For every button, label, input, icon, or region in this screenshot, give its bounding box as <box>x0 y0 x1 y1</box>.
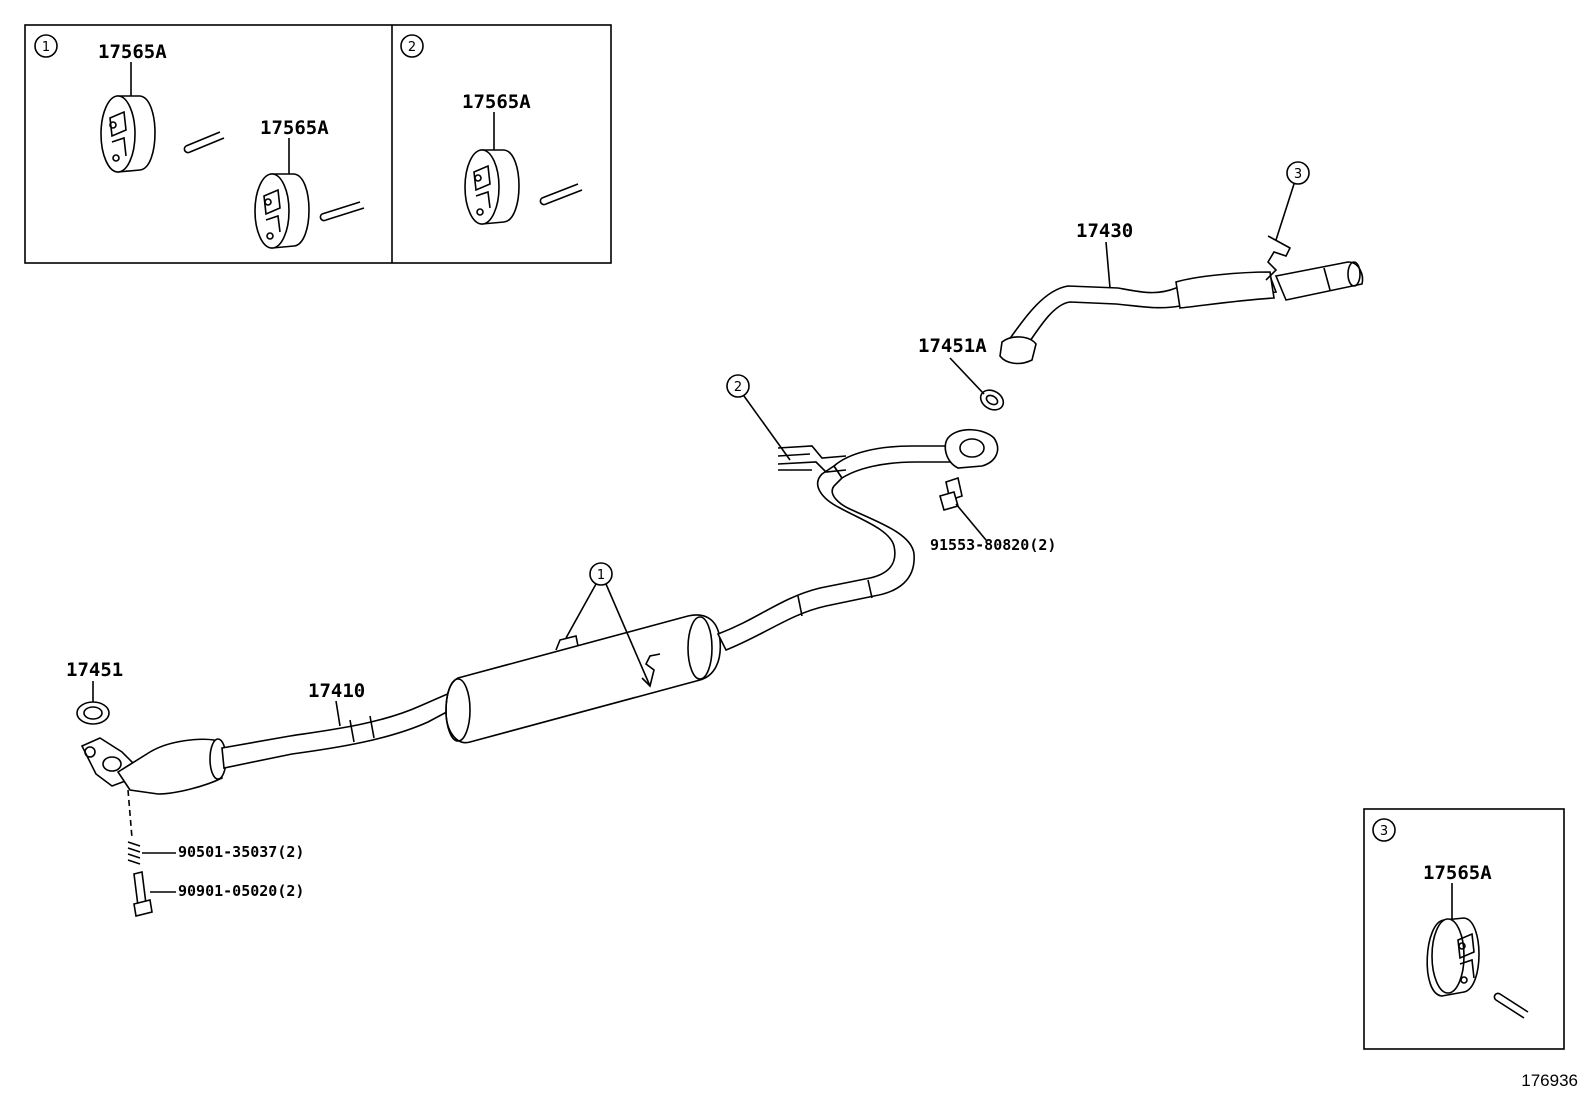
leader-line <box>1105 241 1111 289</box>
callout-circle-2 <box>400 34 424 58</box>
leader-line <box>743 395 791 461</box>
center-muffler <box>445 614 722 744</box>
insulator-icon <box>254 173 310 249</box>
leader-line <box>565 583 597 639</box>
tail-pipe-assembly <box>999 235 1364 365</box>
spring-icon <box>127 841 141 865</box>
hanger-rod-icon <box>539 183 583 206</box>
hanger-rods <box>777 445 847 473</box>
inset-panel-1-2: 1 17565A 17565A 2 175 <box>24 24 612 264</box>
part-label-17565a-1: 17565A <box>98 41 167 63</box>
part-label-17565a-3: 17565A <box>462 91 531 113</box>
dash-guide <box>127 789 133 839</box>
callout-circle-1-main <box>589 562 613 586</box>
callout-3-inset-label: 3 <box>1380 824 1388 839</box>
part-label-17410: 17410 <box>308 680 365 702</box>
hanger-rod-icon <box>183 131 225 154</box>
bolt-icon <box>939 476 963 511</box>
part-label-17430: 17430 <box>1076 220 1133 242</box>
leader-line <box>335 700 341 727</box>
leader-line <box>1275 183 1295 241</box>
callout-circle-2-main <box>726 374 750 398</box>
callout-circle-3-main <box>1286 161 1310 185</box>
hanger-bracket <box>555 635 579 651</box>
callout-circle-3-inset <box>1372 818 1396 842</box>
insulator-icon <box>1426 917 1480 997</box>
part-label-17565a-4: 17565A <box>1423 862 1492 884</box>
hanger-rod-icon <box>1493 992 1529 1019</box>
rear-muffler <box>1175 271 1275 309</box>
part-label-91553: 91553-80820(2) <box>930 536 1056 554</box>
part-label-17565a-2: 17565A <box>260 117 329 139</box>
gasket-17451a <box>979 389 1005 411</box>
upper-pipe <box>832 445 958 480</box>
figure-number: 176936 <box>1521 1071 1578 1090</box>
catalytic-converter <box>116 738 223 795</box>
leader-line <box>955 503 987 541</box>
inset-frame-3 <box>1363 808 1565 1050</box>
insulator-icon <box>464 149 520 225</box>
tail-hanger-bracket <box>1265 235 1292 281</box>
leader-line <box>605 583 651 687</box>
gasket-17451 <box>76 701 110 725</box>
mid-pipe <box>716 464 915 652</box>
tail-flange <box>999 336 1037 365</box>
front-exhaust-pipe <box>80 428 999 795</box>
part-label-90901: 90901-05020(2) <box>178 882 304 900</box>
inset-panel-3: 3 17565A <box>1363 808 1565 1050</box>
insulator-icon <box>100 95 156 173</box>
intermediate-pipe <box>221 690 460 769</box>
bolt-icon <box>133 871 153 917</box>
callout-circle-1 <box>34 34 58 58</box>
part-label-90501: 90501-35037(2) <box>178 843 304 861</box>
callout-2-main-label: 2 <box>734 380 742 395</box>
hanger-rod-icon <box>319 201 365 222</box>
part-label-17451a: 17451A <box>918 335 987 357</box>
part-label-17451: 17451 <box>66 659 123 681</box>
rear-flange <box>944 428 999 469</box>
tail-tip <box>1274 261 1364 301</box>
callout-3-main-label: 3 <box>1294 167 1302 182</box>
callout-2-label: 2 <box>408 40 416 55</box>
leader-line <box>949 357 985 395</box>
callout-1-main-label: 1 <box>597 568 605 583</box>
inset-frame-1-2 <box>24 24 612 264</box>
callout-1-label: 1 <box>42 40 50 55</box>
